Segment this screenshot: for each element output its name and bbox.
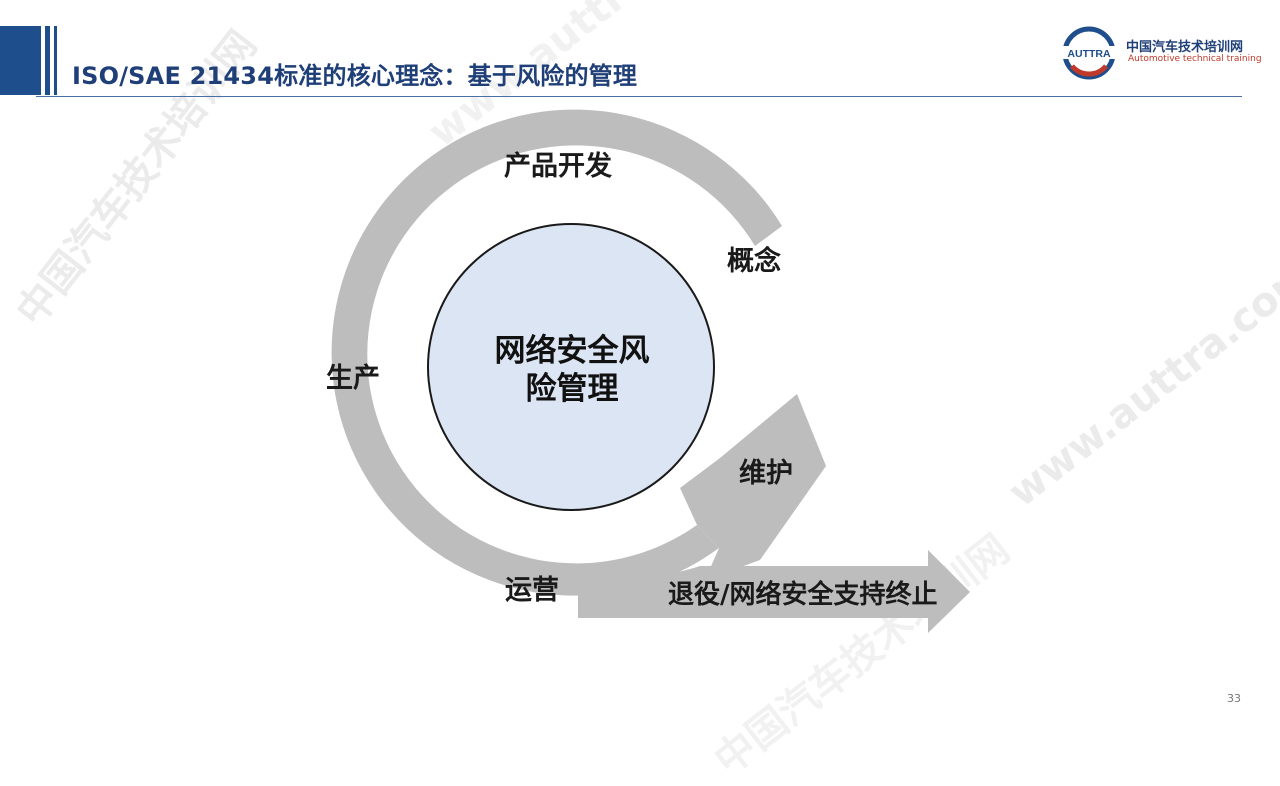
stage-operation: 运营 xyxy=(505,575,559,606)
stage-product-development: 产品开发 xyxy=(504,151,612,182)
auttra-logo-icon: AUTTRA xyxy=(1062,26,1116,80)
center-label: 网络安全风 险管理 xyxy=(430,332,714,408)
center-label-line1: 网络安全风 xyxy=(494,333,650,369)
stage-decommission: 退役/网络安全支持终止 xyxy=(668,580,938,610)
center-label-line2: 险管理 xyxy=(525,371,619,407)
header-accent-block xyxy=(0,26,41,95)
logo-name-cn: 中国汽车技术培训网 xyxy=(1126,40,1244,55)
logo-name-en: Automotive technical training xyxy=(1128,54,1262,64)
stage-production: 生产 xyxy=(326,363,380,394)
decommission-arrow xyxy=(578,550,970,633)
page-number: 33 xyxy=(1227,692,1241,705)
header-divider xyxy=(36,96,1242,97)
header-accent-stripe xyxy=(45,26,50,95)
stage-maintenance: 维护 xyxy=(739,458,793,489)
auttra-logo: AUTTRA 中国汽车技术培训网 Automotive technical tr… xyxy=(1062,24,1262,80)
maintenance-arrowhead xyxy=(680,394,826,580)
logo-mark-text: AUTTRA xyxy=(1067,48,1111,60)
center-circle xyxy=(427,223,715,511)
page-title: ISO/SAE 21434标准的核心理念：基于风险的管理 xyxy=(72,62,638,90)
header-accent-stripe-thin xyxy=(54,26,57,95)
lifecycle-diagram xyxy=(331,109,970,633)
stage-concept: 概念 xyxy=(727,246,781,277)
